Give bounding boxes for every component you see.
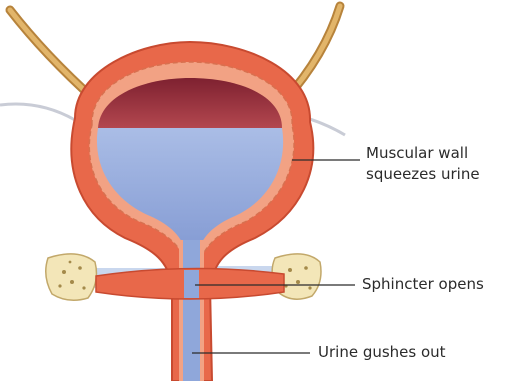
urethra-lining-right (200, 240, 204, 381)
urethra-lining-left (179, 240, 183, 381)
urethra-urine (183, 240, 200, 381)
label-muscular-wall-line1: Muscular wall (366, 143, 468, 163)
label-muscular-wall-line2: squeezes urine (366, 164, 480, 184)
label-urine-gushes-out: Urine gushes out (318, 342, 446, 362)
peritoneum-left (0, 104, 75, 120)
label-sphincter-opens: Sphincter opens (362, 274, 484, 294)
sphincter-opening (184, 270, 199, 298)
